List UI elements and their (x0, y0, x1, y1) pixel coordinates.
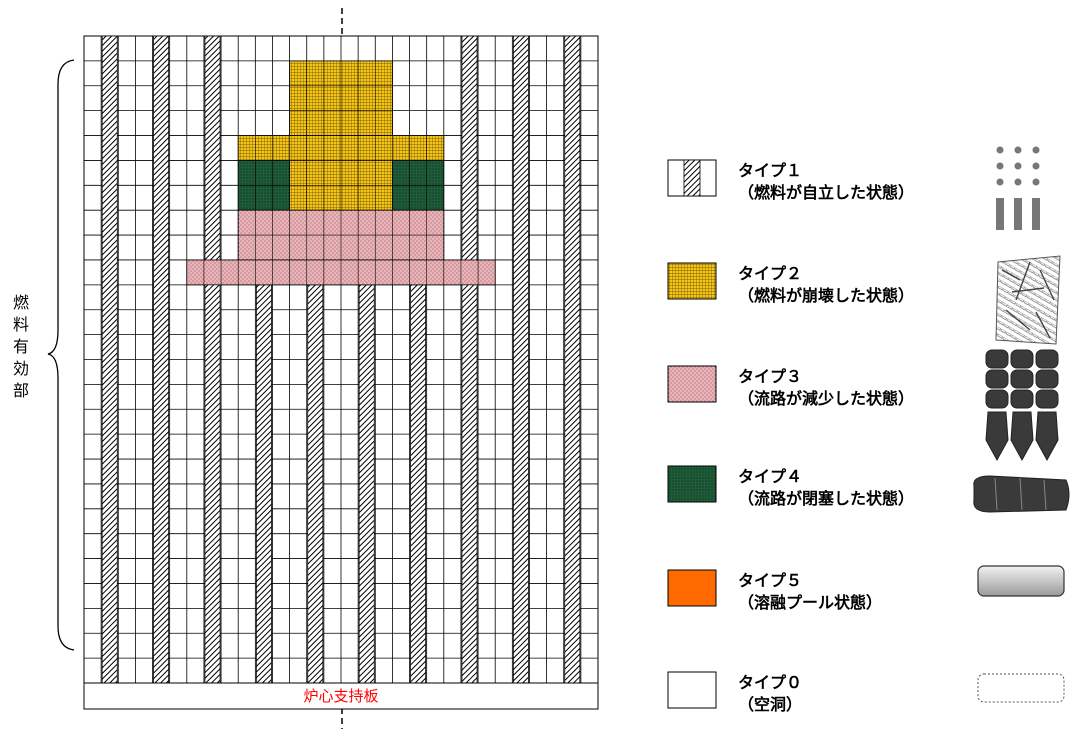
side-label-char: 効 (12, 359, 29, 378)
blocked-flow-icon (973, 475, 1070, 513)
fuel-rod (410, 284, 427, 684)
legend-swatches (667, 159, 717, 709)
legend-desc: （流路が減少した状態） (738, 389, 915, 408)
legend-desc: （燃料が自立した状態） (738, 183, 915, 202)
reduced-flow-blocks-icon (985, 349, 1059, 462)
fuel-rod (101, 35, 118, 684)
fuel-rod (255, 284, 272, 684)
legend-title: タイプ２ (738, 264, 803, 283)
swatch-type5 (667, 569, 717, 607)
swatch-type2 (667, 262, 717, 300)
fuel-rod (307, 284, 324, 684)
side-label-char: 有 (12, 337, 29, 356)
legend-desc: （燃料が崩壊した状態） (738, 286, 915, 305)
melt-pool-icon (977, 565, 1065, 597)
core-support-plate-label: 炉心支持板 (303, 687, 379, 705)
legend-item-type3: タイプ３ （流路が減少した状態） (668, 366, 1068, 436)
rubble-debris-icon (995, 255, 1061, 345)
core-grid (83, 35, 599, 684)
fuel-rod (153, 35, 170, 684)
legend-item-type4: タイプ４ （流路が閉塞した状態） (668, 466, 1068, 536)
legend-title: タイプ４ (738, 467, 803, 486)
fuel-effective-region-label: 燃 料 有 効 部 (10, 292, 32, 402)
fuel-rod (512, 35, 529, 684)
legend-desc: （溶融プール状態） (738, 593, 883, 612)
swatch-type0 (667, 671, 717, 709)
cavity-dotted-icon (977, 673, 1065, 703)
core-support-plate (83, 682, 599, 710)
side-label-char: 部 (12, 381, 29, 400)
legend-item-type0: タイプ０ （空洞） (668, 672, 1068, 742)
legend-title: タイプ３ (738, 367, 803, 386)
side-label-char: 燃 (12, 293, 29, 312)
legend-title: タイプ５ (738, 571, 803, 590)
fuel-rod (358, 284, 375, 684)
legend-item-type5: タイプ５ （溶融プール状態） (668, 570, 1068, 640)
fuel-region-brace (47, 59, 75, 651)
side-label-char: 料 (12, 315, 29, 334)
fuel-rod (564, 35, 581, 684)
swatch-type3 (667, 365, 717, 403)
swatch-type1 (667, 159, 717, 197)
legend-title: タイプ１ (738, 161, 803, 180)
legend-item-type1: タイプ１ （燃料が自立した状態） (668, 160, 1068, 230)
swatch-type4 (667, 465, 717, 503)
standing-rods-icon (996, 146, 1040, 230)
fuel-rod (461, 35, 478, 684)
fuel-rod (204, 35, 221, 684)
legend-item-type2: タイプ２ （燃料が崩壊した状態） (668, 263, 1068, 333)
legend-desc: （空洞） (738, 695, 803, 714)
legend-title: タイプ０ (738, 673, 803, 692)
legend-desc: （流路が閉塞した状態） (738, 489, 915, 508)
